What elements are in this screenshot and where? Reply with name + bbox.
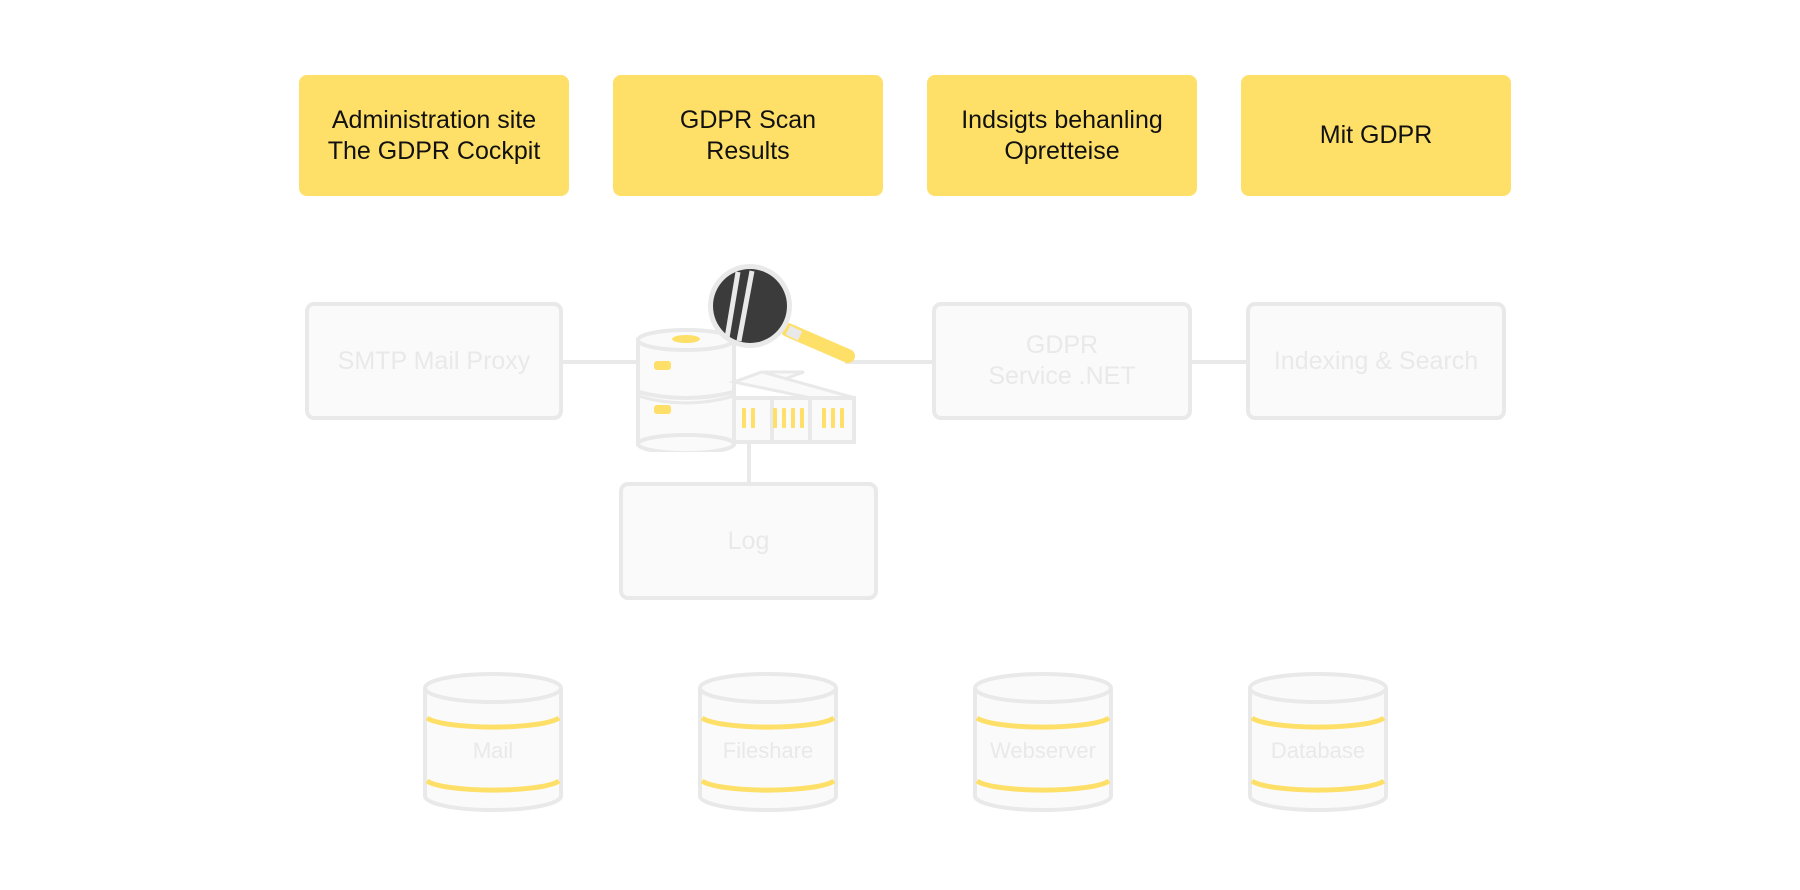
smtp-mail-proxy-label: SMTP Mail Proxy [337,346,531,375]
magnifier-icon [708,264,855,363]
mail-datasource[interactable]: Mail [420,666,566,818]
smtp-mail-proxy-box[interactable]: SMTP Mail Proxy [305,302,563,420]
indexing-search-box[interactable]: Indexing & Search [1246,302,1506,420]
indexing-search-label: Indexing & Search [1273,346,1479,375]
database-datasource[interactable]: Database [1245,666,1391,818]
connector-gdpr-indexing [1189,360,1249,364]
database-icon [636,328,736,452]
connector-server-log [747,440,751,485]
database-icon [698,672,838,812]
insight-handling-box[interactable]: Indsigts behanling Opretteise [927,75,1197,196]
webserver-label: Webserver [990,738,1096,763]
server-icon [636,264,856,452]
fileshare-label: Fileshare [722,738,814,763]
gdpr-service-box[interactable]: GDPR Service .NET [932,302,1192,420]
admin-site-line2: The GDPR Cockpit [327,136,541,165]
connector-smtp-server [560,360,640,364]
connector-server-gdpr [845,360,935,364]
scan-results-line1: GDPR Scan [679,105,817,134]
rack-servers-icon [728,370,856,444]
admin-site-line1: Administration site [331,105,537,134]
database-label: Database [1270,738,1366,763]
gdpr-service-line2: Service .NET [988,362,1136,390]
mit-gdpr-line1: Mit GDPR [1319,121,1433,149]
admin-site-box[interactable]: Administration site The GDPR Cockpit [299,75,569,196]
database-icon [973,672,1113,812]
insight-handling-line2: Opretteise [1004,136,1120,165]
scan-results-box[interactable]: GDPR Scan Results [613,75,883,196]
database-icon [1248,672,1388,812]
database-icon [423,672,563,812]
webserver-datasource[interactable]: Webserver [970,666,1116,818]
mail-label: Mail [472,738,514,763]
log-label: Log [727,526,770,555]
scan-results-line2: Results [706,136,790,165]
log-box[interactable]: Log [619,482,878,600]
insight-handling-line1: Indsigts behanling [961,105,1163,134]
fileshare-datasource[interactable]: Fileshare [695,666,841,818]
gdpr-service-line1: GDPR [1025,331,1099,359]
mit-gdpr-box[interactable]: Mit GDPR [1241,75,1511,196]
